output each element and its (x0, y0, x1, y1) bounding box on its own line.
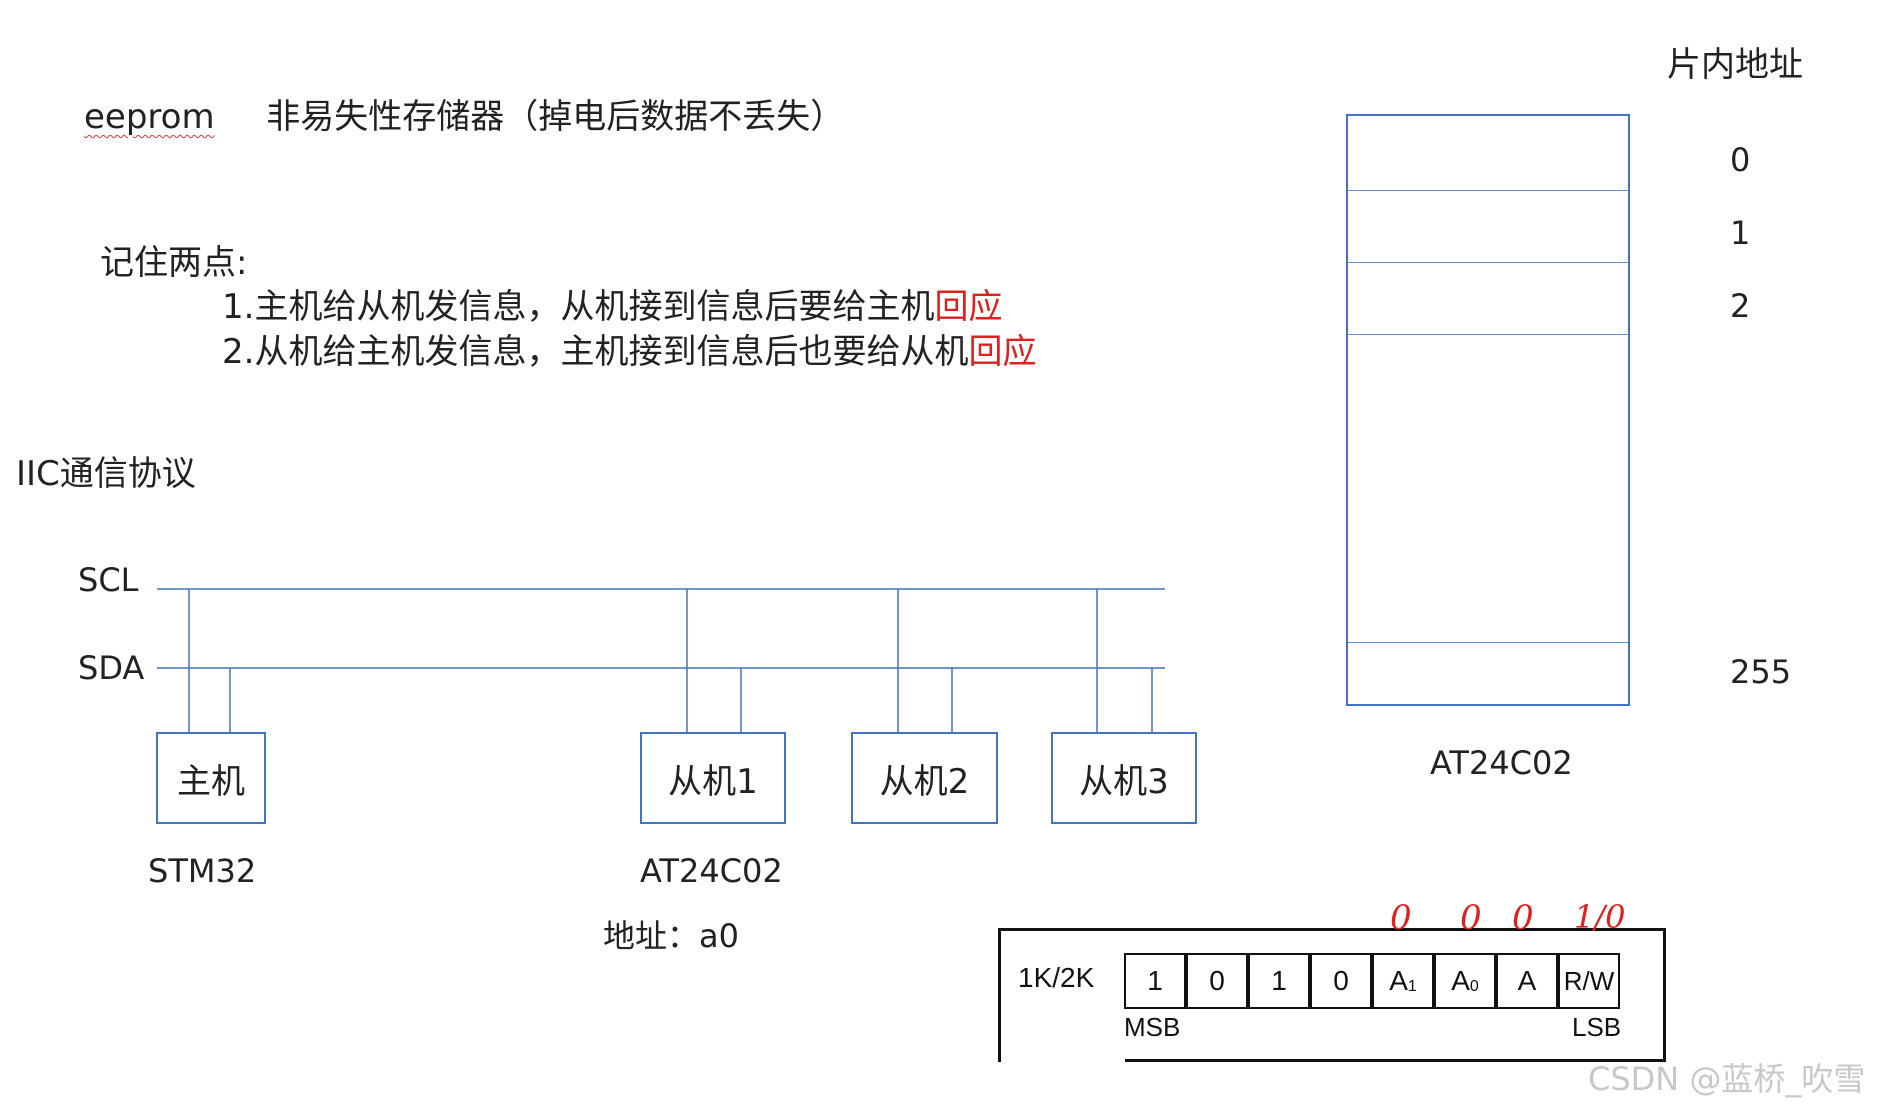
slave-2-box: 从机2 (851, 732, 998, 824)
memory-row-divider (1348, 334, 1628, 335)
address-bit-4: 0 (1310, 953, 1372, 1009)
protocol-title: IIC通信协议 (16, 454, 196, 494)
memory-row-divider (1348, 190, 1628, 191)
sda-label: SDA (78, 649, 145, 687)
memory-row-divider (1348, 642, 1628, 643)
lsb-label: LSB (1572, 1012, 1622, 1042)
msb-label: MSB (1124, 1012, 1181, 1042)
slave-1-address-note: 地址：a0 (603, 917, 739, 955)
title-description: 非易失性存储器（掉电后数据不丢失） (266, 97, 845, 137)
memory-address-2: 2 (1730, 287, 1751, 325)
memory-address-0: 0 (1730, 141, 1751, 179)
remember-point-2: 2.从机给主机发信息，主机接到信息后也要给从机回应 (222, 332, 1036, 372)
memory-address-1: 1 (1730, 214, 1751, 252)
handwritten-a0: 0 (1512, 898, 1534, 938)
watermark: CSDN @蓝桥_吹雪 (1588, 1060, 1866, 1098)
memory-row-divider (1348, 262, 1628, 263)
slave-1-box: 从机1 (640, 732, 786, 824)
address-bit-7: 1 (1124, 953, 1186, 1009)
memory-caption: AT24C02 (1430, 744, 1573, 782)
address-byte-bottom-rule (1125, 1059, 1666, 1062)
memory-address-255: 255 (1730, 653, 1792, 691)
point-2-highlight: 回应 (968, 332, 1037, 372)
host-box: 主机 (156, 732, 266, 824)
remember-point-1: 1.主机给从机发信息，从机接到信息后要给主机回应 (222, 287, 1002, 327)
point-2-text: 2.从机给主机发信息，主机接到信息后也要给从机 (222, 332, 969, 372)
memory-map (1346, 114, 1630, 706)
handwritten-a2: 0 (1390, 898, 1412, 938)
remember-heading: 记住两点: (100, 243, 248, 283)
point-1-highlight: 回应 (934, 287, 1003, 327)
slave-3-box: 从机3 (1051, 732, 1197, 824)
slave-1-caption: AT24C02 (640, 852, 783, 890)
handwritten-rw: 1/0 (1574, 898, 1626, 936)
point-1-text: 1.主机给从机发信息，从机接到信息后要给主机 (222, 287, 935, 327)
scl-label: SCL (78, 561, 139, 599)
address-bit-a0: A (1496, 953, 1558, 1009)
title-line: eeprom 非易失性存储器（掉电后数据不丢失） (84, 97, 844, 137)
address-bit-rw: R/W (1558, 953, 1620, 1009)
handwritten-a1: 0 (1460, 898, 1482, 938)
address-byte-label: 1K/2K (1018, 962, 1095, 993)
address-byte-frame (998, 928, 1666, 1062)
title-term: eeprom (84, 97, 215, 137)
address-bit-5: 1 (1248, 953, 1310, 1009)
memory-header: 片内地址 (1667, 45, 1803, 85)
address-bit-6: 0 (1186, 953, 1248, 1009)
host-caption: STM32 (148, 852, 257, 890)
